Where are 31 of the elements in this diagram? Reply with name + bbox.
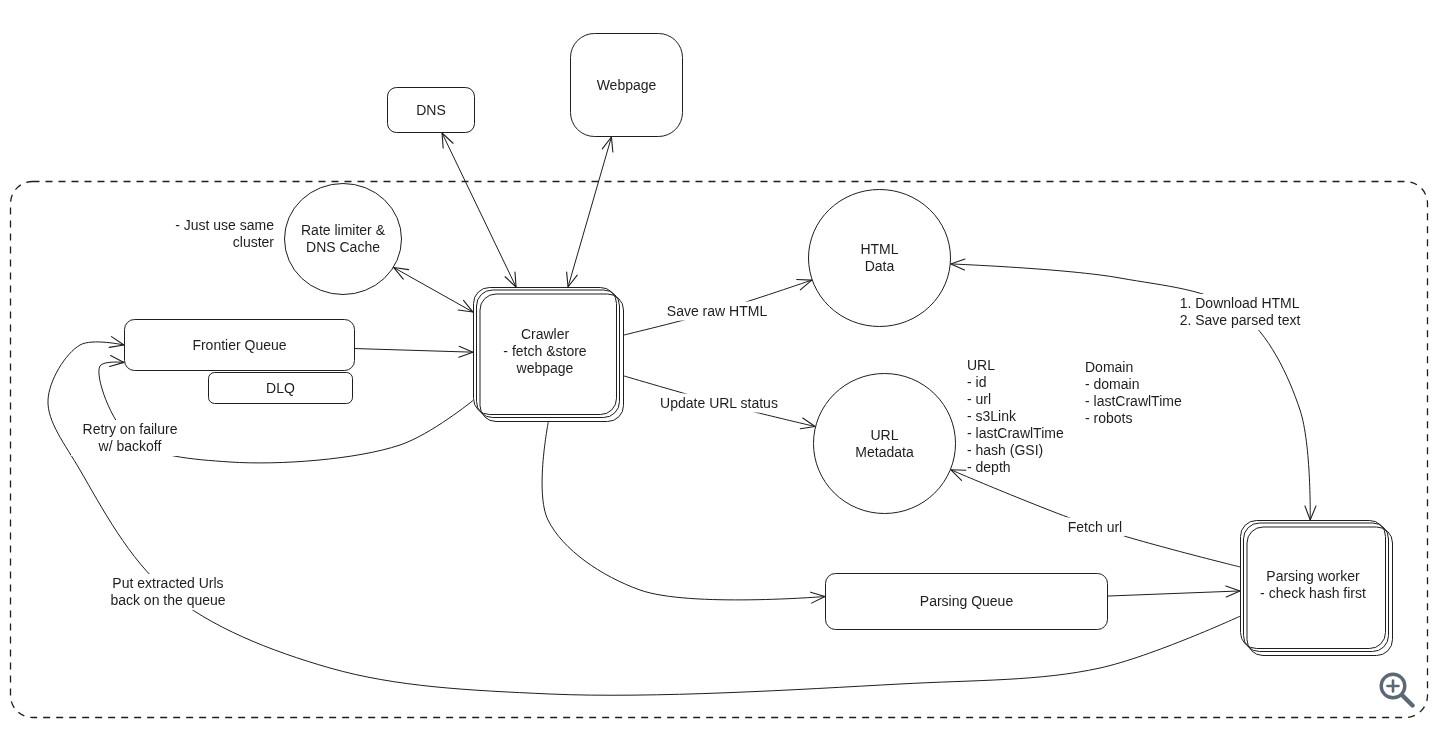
circle-node — [808, 189, 951, 327]
arrow — [1107, 585, 1241, 598]
arrow — [354, 345, 474, 358]
node-label: Webpage — [596, 76, 657, 94]
process-box — [570, 33, 683, 137]
note-text: - Just use same cluster — [174, 217, 274, 251]
node-label: HTML Data — [859, 241, 900, 275]
process-box — [387, 87, 475, 133]
double-arrow — [441, 132, 517, 288]
node-label: URL Metadata — [854, 426, 915, 461]
stacked-process-box — [1240, 520, 1393, 656]
arrow — [541, 421, 826, 604]
queue-box — [208, 372, 353, 404]
node-label: Rate limiter & DNS Cache — [300, 222, 386, 256]
double-arrow — [393, 267, 474, 313]
node-label: Parsing worker - check hash first — [1260, 567, 1366, 602]
arrow — [47, 336, 1241, 696]
group-boundary — [10, 181, 1428, 718]
circle-node — [284, 183, 402, 295]
node-label: Parsing Queue — [919, 593, 1014, 610]
circle-node — [813, 373, 956, 514]
node-label: DLQ — [266, 379, 295, 397]
node-label: DNS — [416, 101, 446, 119]
queue-box — [825, 573, 1108, 630]
stacked-process-box — [473, 287, 624, 422]
queue-box — [124, 319, 355, 371]
schema-list: Domain - domain - lastCrawlTime - robots — [1085, 359, 1182, 427]
double-arrow — [566, 136, 614, 288]
schema-list: URL - id - url - s3Link - lastCrawlTime - hash (GSI) - depth — [967, 357, 1064, 476]
node-label: Frontier Queue — [192, 336, 287, 354]
node-label: Crawler - fetch &store webpage — [502, 325, 588, 377]
